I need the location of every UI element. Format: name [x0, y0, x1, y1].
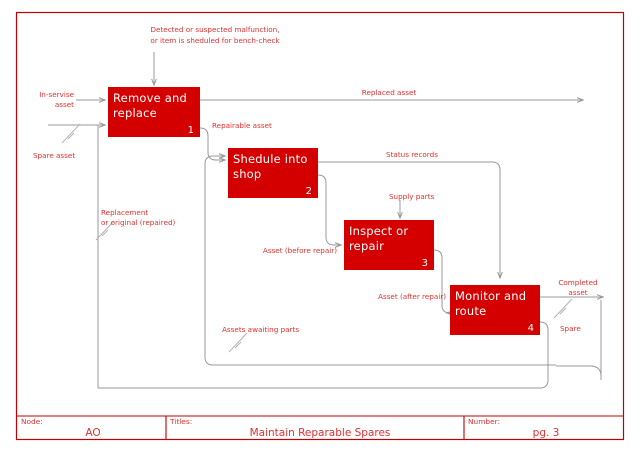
activity-box-3-rect[interactable]: [344, 220, 434, 270]
label-in-service-asset-line1: In-servise: [39, 90, 74, 99]
title-block-node-value: AO: [85, 427, 100, 439]
tunnel-mark-spare-asset: [61, 123, 81, 144]
flow-asset-before-repair: [317, 174, 341, 245]
title-block: Node: AO Titles: Maintain Reparable Spar…: [17, 415, 623, 439]
activity-box-2[interactable]: Shedule into shop 2: [228, 148, 318, 198]
flow-label-group: Detected or suspected malfunction, or it…: [33, 25, 598, 334]
activity-box-2-title-line1: Shedule into: [233, 152, 308, 166]
title-block-node-key: Node:: [21, 417, 43, 426]
title-block-number-value: pg. 3: [533, 427, 560, 439]
label-replaced-asset: Replaced asset: [362, 88, 417, 97]
title-block-titles-value: Maintain Reparable Spares: [250, 427, 391, 439]
label-status-records: Status records: [386, 150, 438, 159]
label-repairable-asset: Repairable asset: [212, 121, 272, 130]
label-control-malfunction-line2: or item is sheduled for bench-check: [150, 36, 280, 45]
title-block-number-key: Number:: [468, 417, 500, 426]
activity-box-4-title-line1: Monitor and: [455, 289, 526, 303]
label-asset-after-repair: Asset (after repair): [378, 292, 446, 301]
activity-box-4-title-line2: route: [455, 304, 486, 318]
label-control-malfunction-line1: Detected or suspected malfunction,: [151, 25, 280, 34]
label-asset-before-repair: Asset (before repair): [263, 246, 337, 255]
label-spare: Spare: [560, 324, 581, 333]
activity-box-3[interactable]: Inspect or repair 3: [344, 220, 434, 270]
tunnel-mark-completed-asset: [553, 298, 573, 319]
activity-box-2-number: 2: [306, 186, 312, 197]
label-completed-asset-line1: Completed: [558, 278, 597, 287]
activity-box-4[interactable]: Monitor and route 4: [450, 285, 540, 335]
flow-spare-return: [556, 365, 602, 380]
tunnel-mark-assets-awaiting: [228, 332, 248, 353]
activity-box-3-title-line2: repair: [349, 239, 384, 253]
flow-asset-after-repair: [433, 249, 450, 313]
flow-repairable-asset: [199, 127, 225, 160]
label-in-service-asset-line2: asset: [55, 100, 74, 109]
activity-box-4-number: 4: [528, 323, 534, 334]
label-replacement-line2: or original (repaired): [101, 218, 176, 227]
activity-box-4-rect[interactable]: [450, 285, 540, 335]
activity-box-1-number: 1: [188, 125, 194, 136]
label-assets-awaiting-parts: Assets awaiting parts: [222, 325, 299, 334]
flow-spare-feedback: [98, 321, 549, 389]
sheet-border: [15, 11, 625, 441]
activity-box-2-title-line2: shop: [233, 167, 261, 181]
activity-box-2-rect[interactable]: [228, 148, 318, 198]
flow-status-records: [318, 161, 500, 278]
title-block-titles-key: Titles:: [169, 417, 192, 426]
label-supply-parts: Supply parts: [389, 192, 435, 201]
activity-box-1-rect[interactable]: [108, 87, 200, 137]
label-completed-asset-line2: asset: [568, 288, 587, 297]
activity-box-1-title-line2: replace: [113, 106, 157, 120]
flow-lines: [48, 52, 603, 389]
activity-box-3-number: 3: [422, 258, 428, 269]
activity-box-3-title-line1: Inspect or: [349, 224, 408, 238]
label-spare-asset: Spare asset: [33, 151, 75, 160]
flow-assets-awaiting-parts: [204, 156, 556, 366]
tunnel-mark-replacement: [95, 220, 115, 241]
label-replacement-line1: Replacement: [101, 208, 148, 217]
activity-box-1[interactable]: Remove and replace 1: [108, 87, 200, 137]
activity-box-1-title-line1: Remove and: [113, 91, 187, 105]
